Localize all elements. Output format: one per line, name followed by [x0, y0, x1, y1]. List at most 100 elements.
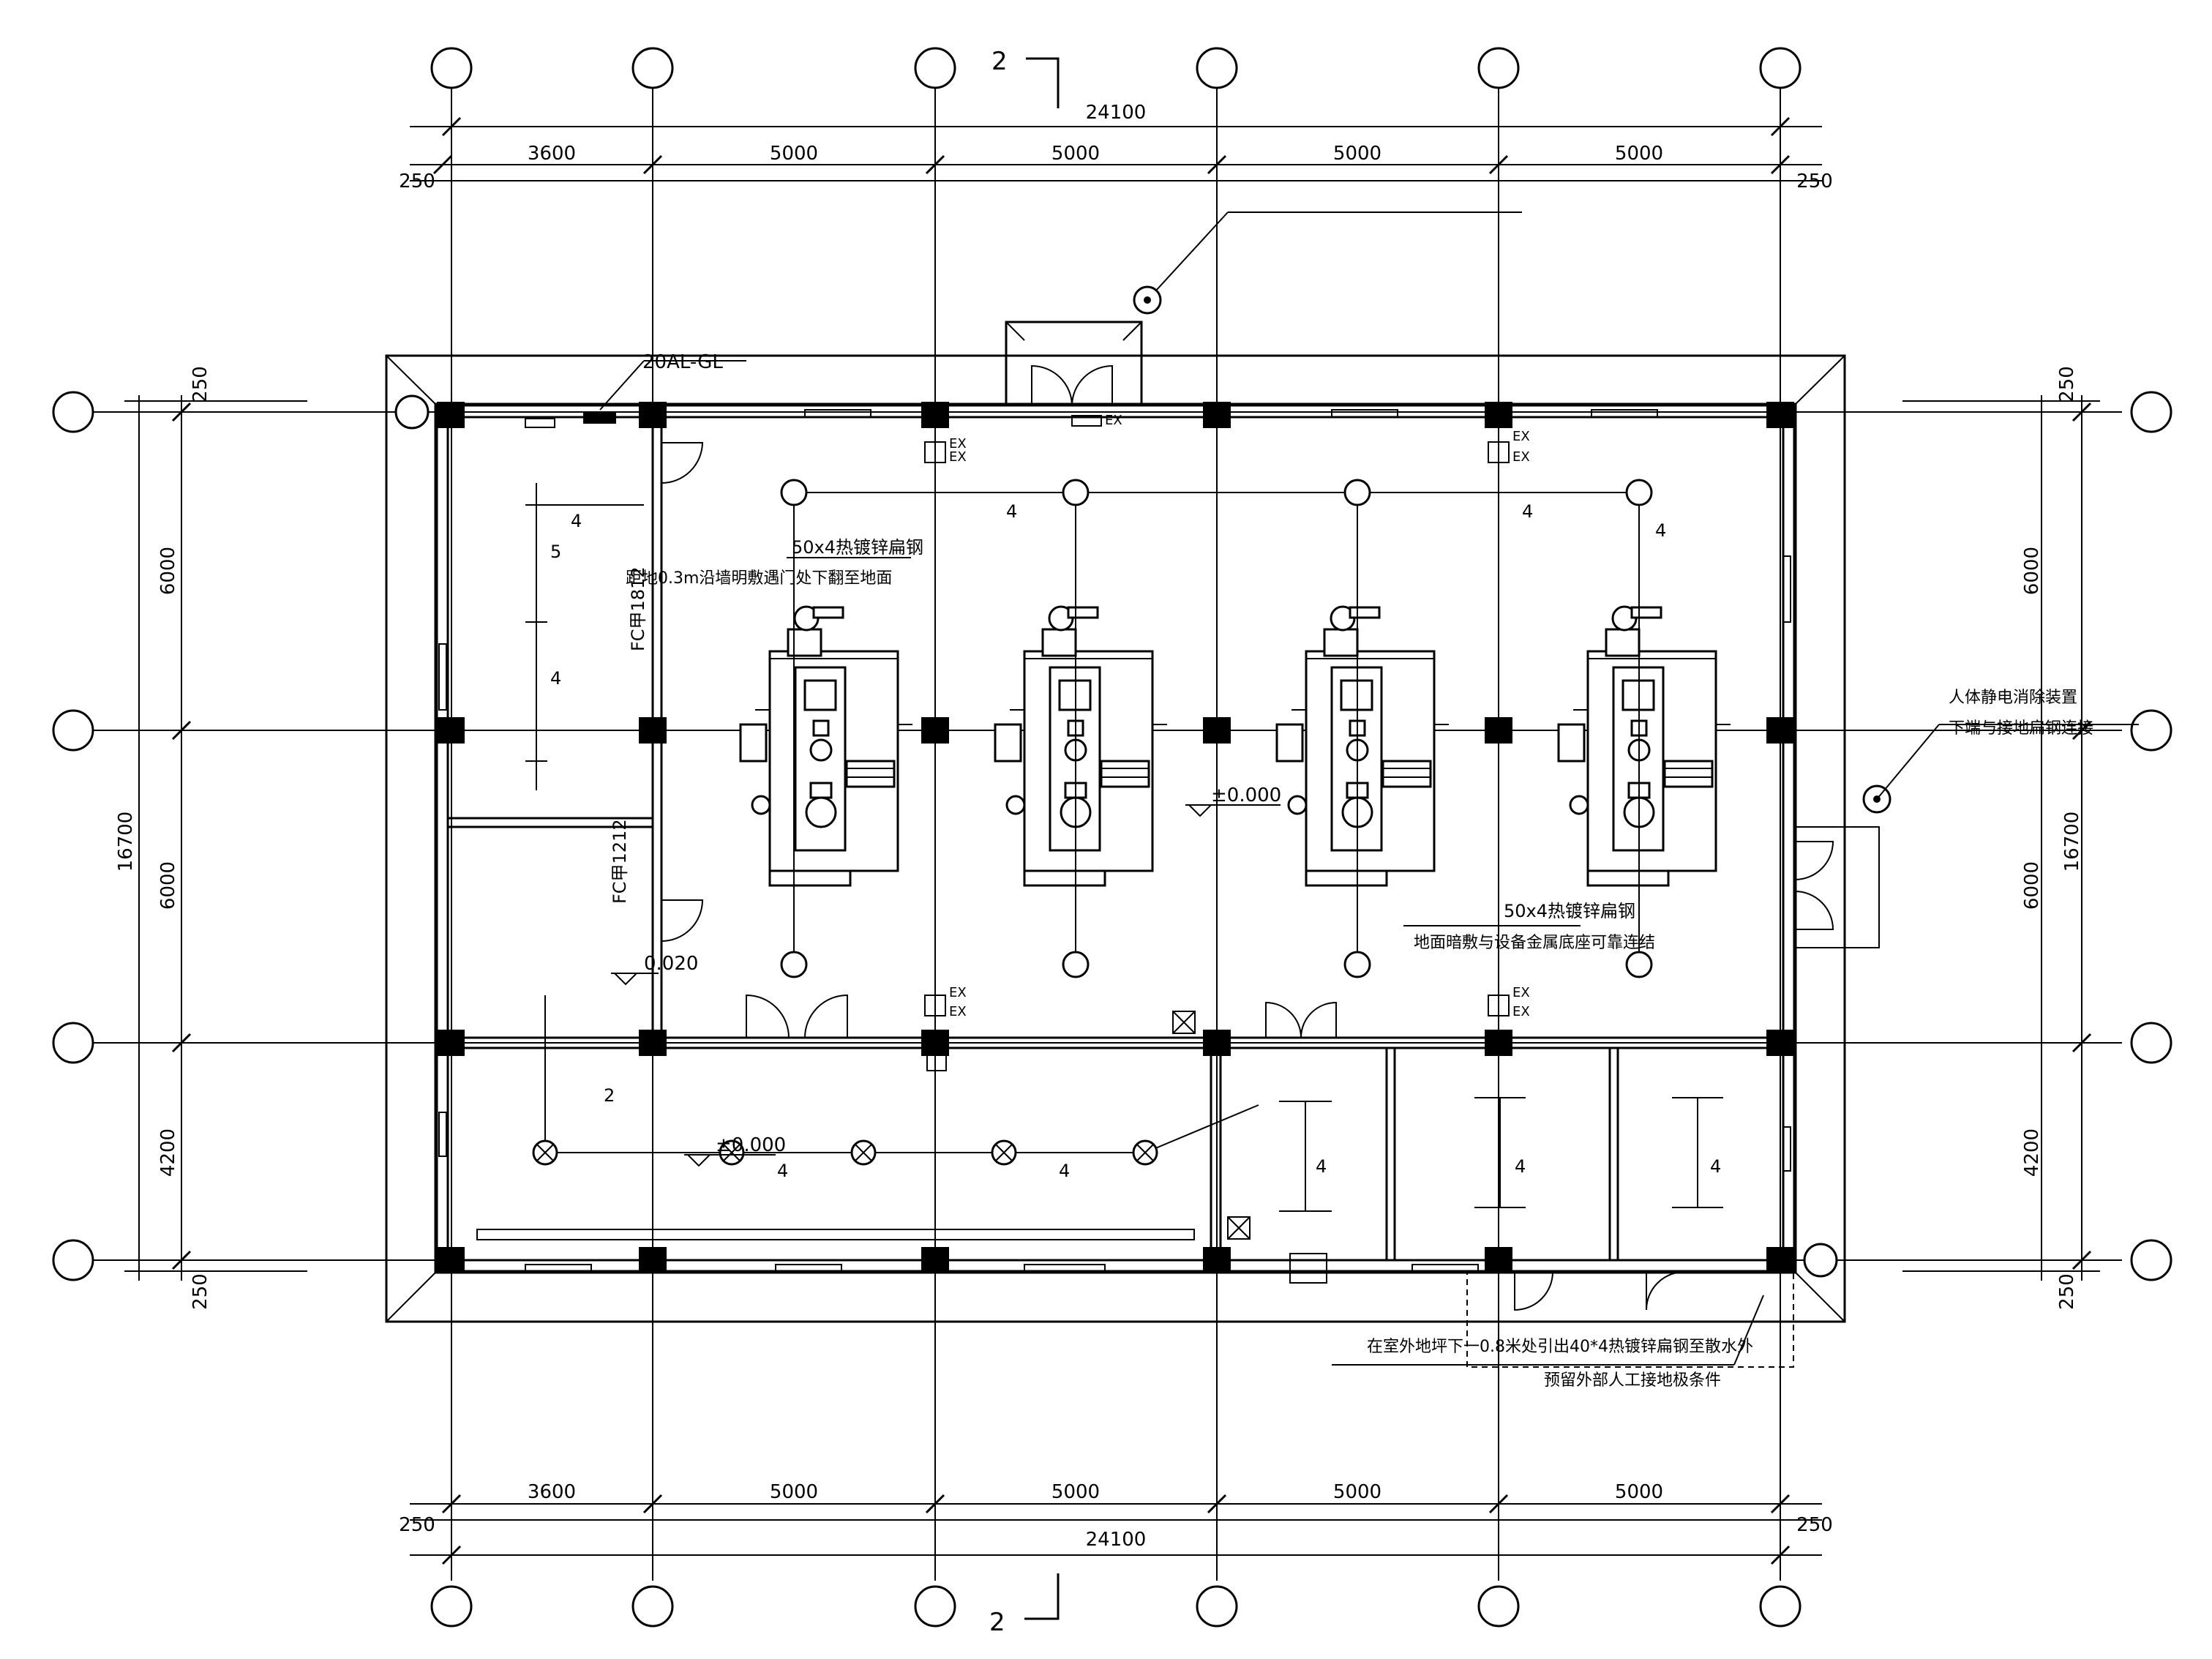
axis-bubble-6-top: [1759, 47, 1802, 89]
section-mark-bottom: 2: [989, 1573, 1060, 1637]
ex-mark: EX: [949, 985, 967, 1000]
axis-bubble-3-top: [914, 47, 956, 89]
axis-bubble-1-bottom: [430, 1585, 473, 1628]
axis-bubble-d-right: [2130, 1239, 2172, 1281]
wire-count: 4: [1006, 501, 1017, 522]
dim-left-span-1: 6000: [157, 547, 179, 595]
wire-count: 4: [1059, 1161, 1070, 1181]
dim-left-total: 16700: [115, 812, 137, 872]
dimension-lines: 24100 3600 5000 5000 5000 5000 250 250 3…: [115, 102, 2100, 1565]
note-static-title: 人体静电消除装置: [1949, 689, 2077, 707]
panel-label: 20AL-GL: [642, 351, 723, 373]
note-strip-top: 50x4热镀锌扁钢: [792, 537, 923, 558]
door-label-fc1812: FC甲1812: [628, 566, 648, 651]
elevation-boiler-room: ±0.000: [1211, 784, 1281, 806]
dim-top-span-4: 5000: [1333, 143, 1381, 165]
elevation-small-room: 0.020: [644, 953, 698, 975]
ground-mark: [1803, 1243, 1838, 1278]
wire-count: 4: [1522, 501, 1533, 522]
dim-bottom-span-3: 5000: [1051, 1481, 1100, 1503]
dim-top-span-5: 5000: [1615, 143, 1663, 165]
dim-left-top-edge: 250: [190, 366, 211, 402]
dim-bottom-span-1: 3600: [528, 1481, 576, 1503]
wire-count: 4: [571, 511, 582, 531]
ceiling-light: [1343, 951, 1371, 978]
dim-top-span-1: 3600: [528, 143, 576, 165]
axis-bubble-5-top: [1477, 47, 1520, 89]
dim-right-bottom-edge: 250: [2056, 1273, 2078, 1310]
ceiling-light: [1343, 479, 1371, 506]
axis-bubble-a-left: [52, 391, 94, 433]
annotations: 20AL-GL FC甲1812 FC甲1212 ±0.000 0.020 ±0.…: [550, 351, 2093, 1390]
dim-top-total: 24100: [1086, 102, 1147, 124]
ex-mark: EX: [1512, 1004, 1530, 1019]
note-outdoor-1: 在室外地坪下一0.8米处引出40*4热镀锌扁钢至散水外: [1367, 1338, 1753, 1356]
lighting-wiring: [394, 211, 2139, 1366]
wire-count: 5: [550, 542, 561, 562]
svg-text:2: 2: [991, 47, 1008, 76]
dim-bottom-total: 24100: [1086, 1529, 1147, 1551]
ground-mark: [394, 394, 430, 430]
axis-bubble-4-bottom: [1196, 1585, 1238, 1628]
ceiling-light: [780, 479, 808, 506]
note-strip-mid-detail: 地面暗敷与设备金属底座可靠连结: [1414, 934, 1655, 952]
ex-mark: EX: [949, 436, 967, 452]
axis-bubble-c-right: [2130, 1022, 2172, 1064]
wall-lights-lower: [532, 1139, 1158, 1166]
dim-bottom-span-4: 5000: [1333, 1481, 1381, 1503]
note-static-detail: 下端与接地扁钢连接: [1949, 719, 2093, 738]
axis-bubble-2-bottom: [631, 1585, 674, 1628]
structural-columns: [437, 402, 1794, 1273]
dim-right-span-2: 6000: [2021, 861, 2043, 910]
wire-count: 4: [1655, 520, 1666, 541]
dim-top-edge-left: 250: [399, 171, 435, 192]
door-label-fc1212: FC甲1212: [610, 819, 630, 904]
axis-bubble-c-left: [52, 1022, 94, 1064]
ex-mark: EX: [1512, 429, 1530, 444]
distribution-panel: [583, 412, 616, 424]
dim-right-top-edge: 250: [2056, 366, 2078, 402]
axis-bubble-4-top: [1196, 47, 1238, 89]
axis-bubble-2-top: [631, 47, 674, 89]
dim-right-span-3: 4200: [2021, 1128, 2043, 1177]
dim-top-span-3: 5000: [1051, 143, 1100, 165]
axis-bubble-d-left: [52, 1239, 94, 1281]
dim-bottom-span-2: 5000: [770, 1481, 818, 1503]
ceiling-light: [1062, 951, 1090, 978]
ex-mark: EX: [1512, 449, 1530, 465]
axis-bubble-a-right: [2130, 391, 2172, 433]
wire-count: 4: [1515, 1156, 1526, 1177]
ex-mark: EX: [1105, 413, 1122, 428]
note-strip-top-detail: 距地0.3m沿墙明敷遇门处下翻至地面: [626, 569, 892, 588]
wire-count: 4: [777, 1161, 788, 1181]
dim-bottom-edge-right: 250: [1796, 1514, 1833, 1536]
doors: [661, 321, 1880, 1368]
ceiling-light: [780, 951, 808, 978]
dim-bottom-span-5: 5000: [1615, 1481, 1663, 1503]
ex-mark: EX: [1512, 985, 1530, 1000]
dim-left-span-2: 6000: [157, 861, 179, 910]
section-mark-top: 2: [991, 47, 1060, 108]
wire-count: 4: [550, 668, 561, 689]
dim-top-span-2: 5000: [770, 143, 818, 165]
ceiling-light: [1625, 479, 1653, 506]
dim-right-total: 16700: [2061, 812, 2083, 872]
dim-right-span-1: 6000: [2021, 547, 2043, 595]
dim-top-edge-right: 250: [1796, 171, 1833, 192]
dim-left-span-3: 4200: [157, 1128, 179, 1177]
note-outdoor-2: 预留外部人工接地极条件: [1544, 1371, 1721, 1390]
ceiling-light: [1625, 951, 1653, 978]
ex-mark: EX: [949, 449, 967, 465]
dim-bottom-edge-left: 250: [399, 1514, 435, 1536]
note-strip-mid: 50x4热镀锌扁钢: [1504, 901, 1635, 921]
wire-count: 4: [1316, 1156, 1327, 1177]
ceiling-light: [1062, 479, 1090, 506]
svg-text:2: 2: [989, 1608, 1005, 1637]
axis-bubble-b-right: [2130, 709, 2172, 752]
axis-bubble-5-bottom: [1477, 1585, 1520, 1628]
axis-bubble-1-top: [430, 47, 473, 89]
dim-left-bottom-edge: 250: [190, 1273, 211, 1310]
axis-bubble-3-bottom: [914, 1585, 956, 1628]
ex-mark: EX: [949, 1004, 967, 1019]
axis-bubble-6-bottom: [1759, 1585, 1802, 1628]
